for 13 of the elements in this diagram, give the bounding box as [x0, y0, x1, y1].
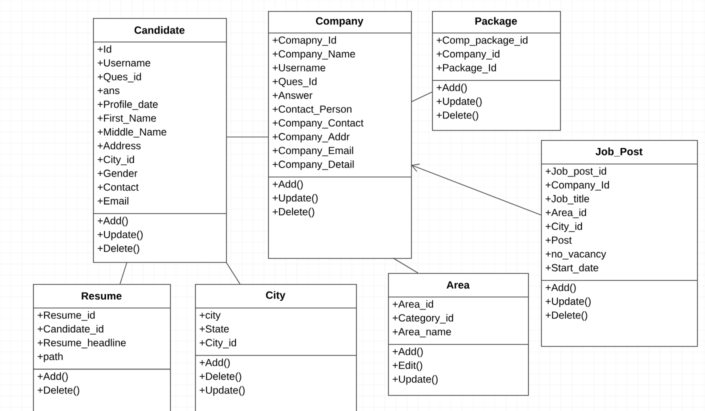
class-box: Resume +Resume_id +Candidate_id +Resume_headline +path +Add() +Delete() — [32, 284, 171, 411]
class-box: Job_Post +Job_post_id +Company_Id +Job_title +Area_id +City_id +Post +no_vacancy +Start_date +Add() +Update() +Delete() — [540, 140, 698, 347]
connector-line — [411, 164, 542, 216]
class-box: City +city +State +City_id +Add() +Delete() +Update() — [194, 284, 357, 411]
connector-line — [410, 92, 432, 102]
connector-line — [392, 258, 418, 274]
connector-line — [226, 136, 268, 138]
class-box: Area +Area_id +Category_id +Area_name +Add() +Edit() +Update() — [388, 273, 529, 396]
class-box: Candidate +Id +Username +Ques_id +ans +Profile_date +First_Name +Middle_Name +Address +City_id +Gender +Contact +Email +Add() +Update() +Delete() — [92, 18, 227, 263]
connector-line — [120, 262, 128, 284]
class-box: Company +Comapny_Id +Company_Name +Username +Ques_Id +Answer +Contact_Person +Company_Contact +Company_Addr +Company_Email +Company_Detail +Add() +Update() +Delete() — [268, 11, 412, 259]
connector-line — [226, 262, 240, 284]
class-box: Package +Comp_package_id +Company_id +Package_Id +Add() +Update() +Delete() — [432, 11, 561, 131]
